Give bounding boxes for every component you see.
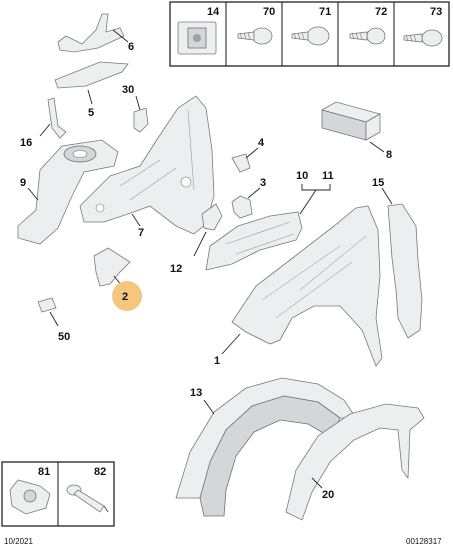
part-6-bracket: 6: [57, 13, 134, 53]
part-8-foam-block: 8: [320, 101, 392, 161]
fastener-label-82: 82: [94, 466, 106, 478]
part-20-wheel-arch-trim: 20: [285, 403, 425, 521]
part-4-bracket: 4: [231, 137, 265, 173]
callout-2: 2: [122, 291, 128, 303]
fastener-label-73: 73: [430, 6, 442, 18]
part-50-pad: 50: [37, 297, 70, 343]
part-16-bracket: 16: [20, 97, 67, 149]
fastener-panel-top: 14 70 71 72 73: [169, 1, 450, 67]
callout-9: 9: [20, 177, 26, 189]
fastener-label-71: 71: [319, 6, 331, 18]
callout-16: 16: [20, 137, 32, 149]
rivet-82-icon: [66, 484, 109, 513]
part-5-panel: 5: [54, 61, 129, 119]
part-2-bracket: 2: [93, 247, 142, 311]
callout-10: 10: [296, 170, 308, 182]
callout-12: 12: [170, 263, 182, 275]
part-15-fender-liner: 15: [372, 177, 423, 339]
screw-71-icon: [291, 26, 330, 46]
part-30-clip: 30: [122, 84, 149, 133]
part-12-bracket: 12: [170, 203, 223, 275]
footer-reference: 00128317: [406, 537, 442, 546]
fastener-label-81: 81: [38, 466, 50, 478]
callout-7: 7: [138, 227, 144, 239]
callout-13: 13: [190, 387, 202, 399]
callout-15: 15: [372, 177, 384, 189]
callout-30: 30: [122, 84, 134, 96]
clip-81-icon: [9, 479, 51, 515]
fastener-panel-bottom: 81 82: [1, 461, 115, 527]
callout-11: 11: [322, 170, 334, 182]
clip-nut-icon: [177, 21, 217, 55]
part-9-wheelhouse-inner: 9: [17, 139, 119, 245]
footer-date: 10/2021: [4, 537, 33, 546]
highlight-marker: [112, 281, 142, 311]
fastener-label-70: 70: [263, 6, 275, 18]
callout-5: 5: [88, 107, 94, 119]
screw-72-icon: [349, 27, 386, 45]
callout-1: 1: [214, 355, 220, 367]
callout-3: 3: [260, 177, 266, 189]
fastener-label-72: 72: [375, 6, 387, 18]
screw-73-icon: [403, 29, 443, 47]
callout-4: 4: [258, 137, 265, 149]
callout-6: 6: [128, 41, 134, 53]
callout-50: 50: [58, 331, 70, 343]
part-10-11-reinforcement: 10 11: [205, 170, 334, 271]
callout-8: 8: [386, 149, 392, 161]
part-1-front-fender: 1: [214, 205, 383, 367]
part-3-bracket: 3: [231, 177, 266, 219]
screw-70-icon: [237, 27, 273, 45]
callout-20: 20: [322, 489, 334, 501]
part-7-apron: 7: [79, 95, 215, 239]
fastener-label-14: 14: [207, 6, 220, 18]
